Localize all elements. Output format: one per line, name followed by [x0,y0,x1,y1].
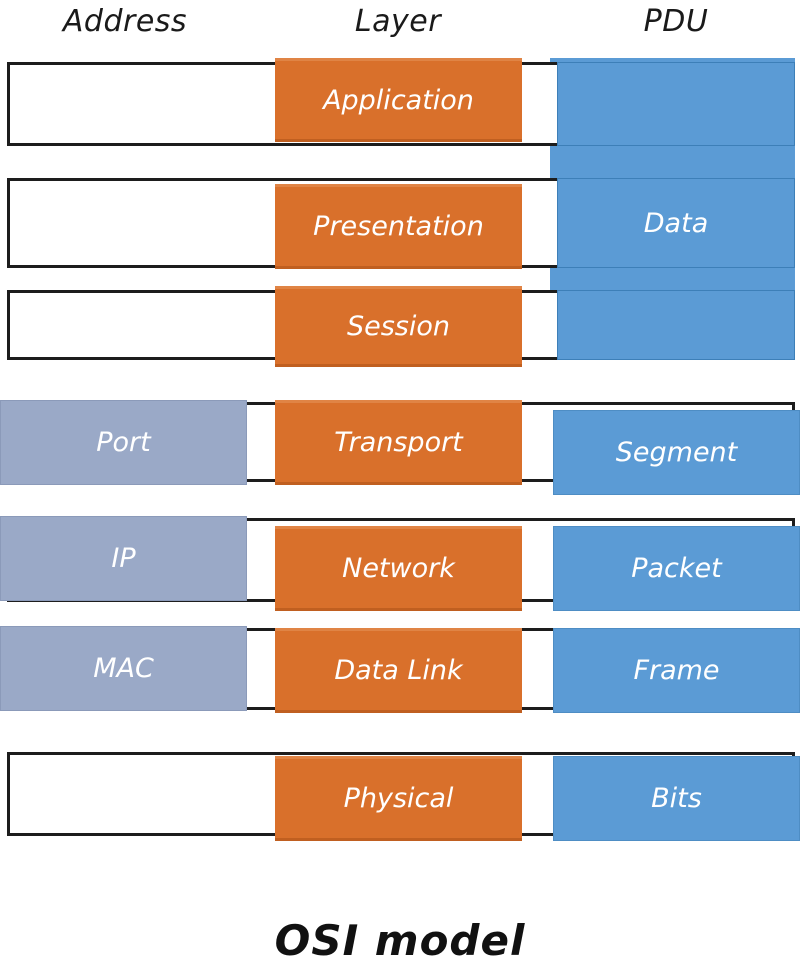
layer-box-transport: Transport [275,400,522,485]
address-label-port: Port [96,427,151,458]
pdu-label-packet: Packet [631,553,722,584]
pdu-data-segment-session [557,290,795,360]
address-label-mac: MAC [93,653,154,684]
layer-label-network: Network [342,553,455,584]
address-label-ip: IP [111,543,136,574]
layer-box-application: Application [275,58,522,142]
pdu-box-bits: Bits [553,756,800,841]
column-header-layer: Layer [354,4,442,39]
layer-label-datalink: Data Link [334,655,463,686]
layer-box-physical: Physical [275,756,522,841]
address-box-ip: IP [0,516,247,601]
layer-box-session: Session [275,286,522,367]
layer-label-session: Session [346,311,451,342]
layer-label-presentation: Presentation [313,211,484,242]
address-box-port: Port [0,400,247,485]
pdu-label-data: Data [643,207,709,239]
column-header-address: Address [62,4,188,39]
pdu-label-segment: Segment [615,437,738,468]
layer-box-presentation: Presentation [275,184,522,269]
pdu-data-segment-application [557,62,795,146]
layer-box-datalink: Data Link [275,628,522,713]
layer-label-transport: Transport [334,427,463,458]
layer-label-application: Application [323,84,474,116]
pdu-box-packet: Packet [553,526,800,611]
pdu-label-data-wrapper: Data [557,178,795,268]
pdu-label-frame: Frame [633,655,720,686]
pdu-box-segment: Segment [553,410,800,495]
layer-label-physical: Physical [343,783,454,814]
pdu-box-frame: Frame [553,628,800,713]
diagram-title: OSI model [274,916,526,965]
pdu-data-segment-presentation [557,178,795,268]
layer-box-network: Network [275,526,522,611]
pdu-label-bits: Bits [651,783,702,814]
column-header-pdu: PDU [643,4,709,39]
address-box-mac: MAC [0,626,247,711]
